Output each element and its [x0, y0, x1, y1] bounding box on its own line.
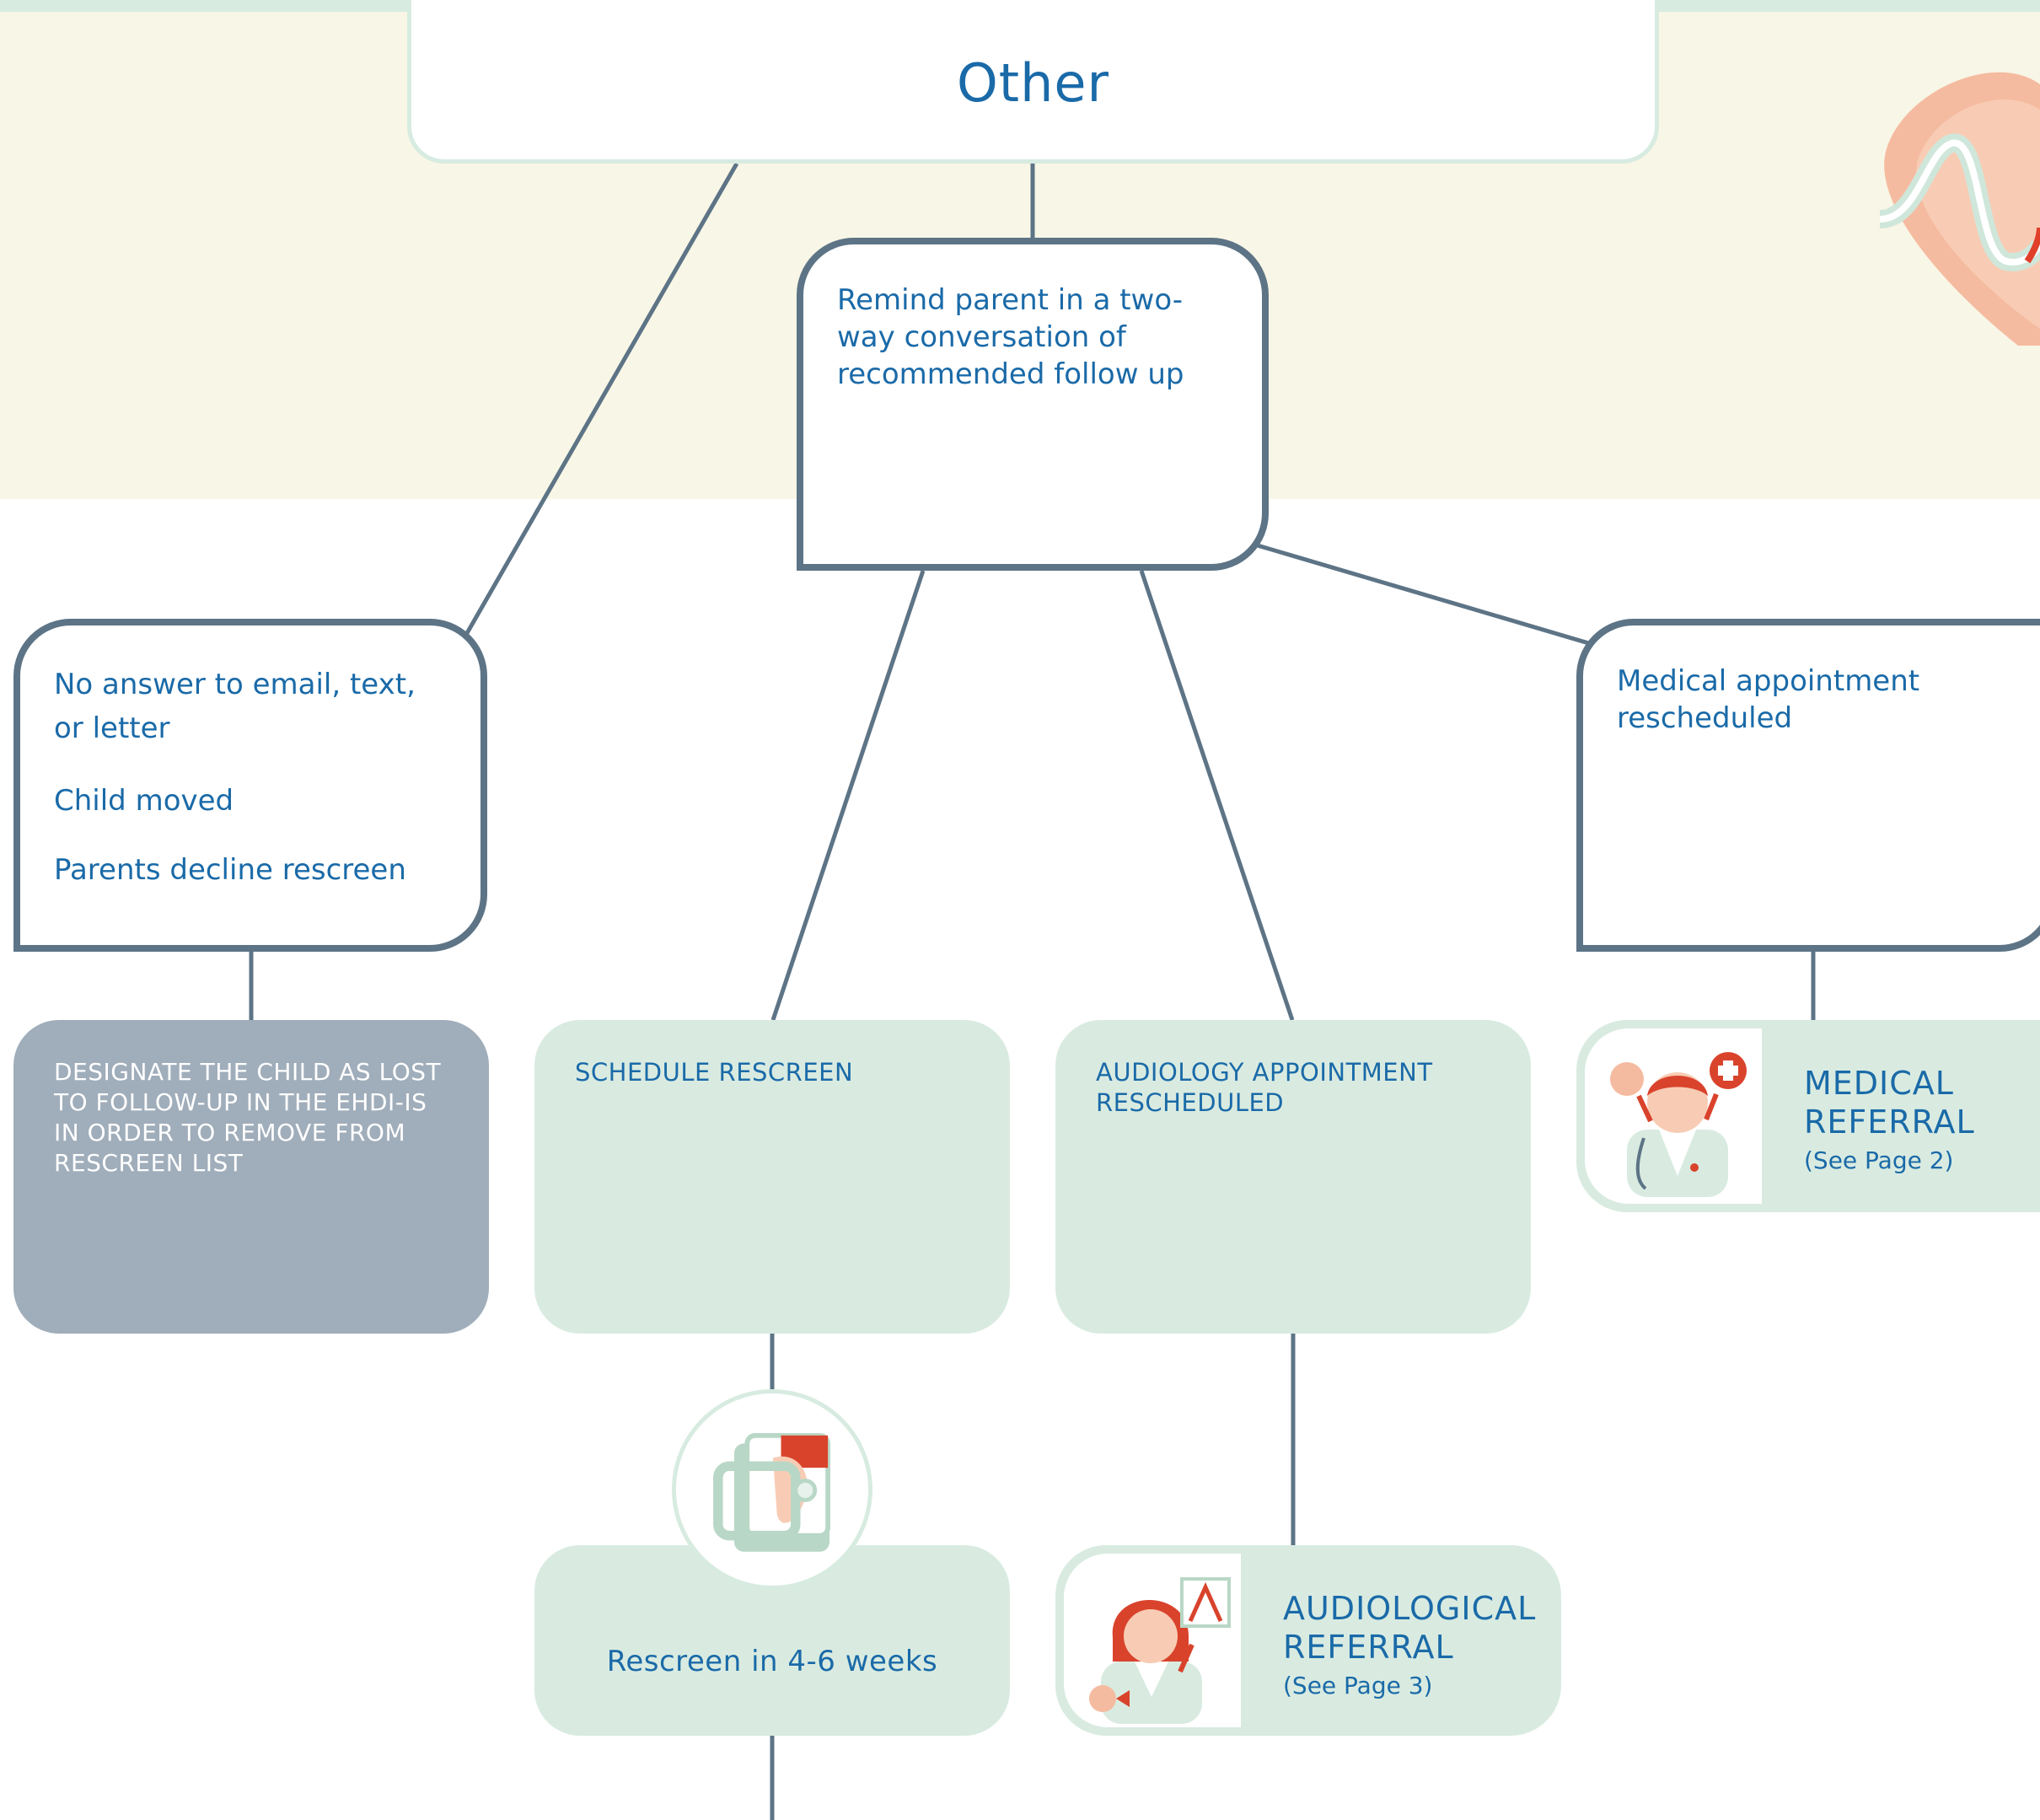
no-answer-box: No answer to email, text, or letter Chil…	[13, 619, 487, 952]
medical-referral-card: MEDICAL REFERRAL (See Page 2)	[1576, 1020, 2040, 1212]
no-answer-text: No answer to email, text, or letter	[54, 668, 416, 745]
child-moved-text: Child moved	[54, 784, 234, 818]
connector-title-noanswer	[461, 162, 739, 641]
schedule-rescreen-text: SCHEDULE RESCREEN	[575, 1058, 854, 1087]
designate-lost-box: DESIGNATE THE CHILD AS LOST TO FOLLOW-UP…	[13, 1020, 489, 1334]
schedule-rescreen-box: SCHEDULE RESCREEN	[534, 1020, 1010, 1334]
heart-icon	[1878, 72, 2040, 346]
audiological-referral-title: AUDIOLOGICAL REFERRAL	[1283, 1590, 1537, 1666]
remind-parent-box: Remind parent in a two-way conversation …	[797, 238, 1269, 571]
designate-lost-text: DESIGNATE THE CHILD AS LOST TO FOLLOW-UP…	[54, 1058, 442, 1177]
audiologist-icon	[1089, 1577, 1231, 1724]
audiology-appointment-box: AUDIOLOGY APPOINTMENT RESCHEDULED	[1055, 1020, 1531, 1334]
parents-decline-text: Parents decline rescreen	[54, 853, 406, 887]
medical-referral-page: (See Page 2)	[1804, 1146, 1954, 1174]
medical-referral-icon-panel	[1585, 1028, 1762, 1204]
remind-parent-text: Remind parent in a two-way conversation …	[837, 283, 1184, 391]
audiological-referral-icon-panel	[1064, 1554, 1241, 1727]
rescreen-badge	[672, 1389, 872, 1590]
connector-remind-schedule	[770, 570, 926, 1021]
doctor-icon	[1610, 1052, 1747, 1197]
audiology-appointment-text: AUDIOLOGY APPOINTMENT RESCHEDULED	[1096, 1058, 1433, 1117]
medical-appointment-text: Medical appointment rescheduled	[1617, 664, 1920, 735]
audiological-referral-card: AUDIOLOGICAL REFERRAL (See Page 3)	[1055, 1545, 1561, 1736]
medical-referral-title: MEDICAL REFERRAL	[1804, 1065, 1975, 1141]
connector-remind-medical	[1251, 541, 1592, 647]
hearing-screen-icon	[713, 1432, 830, 1552]
connector-remind-audiology	[1139, 570, 1295, 1021]
audiological-referral-page: (See Page 3)	[1283, 1672, 1433, 1699]
medical-appointment-box: Medical appointment rescheduled	[1576, 619, 2040, 952]
rescreen-weeks-text: Rescreen in 4-6 weeks	[606, 1645, 938, 1678]
page-title: Other	[956, 52, 1110, 114]
title-box: Other	[407, 0, 1659, 164]
